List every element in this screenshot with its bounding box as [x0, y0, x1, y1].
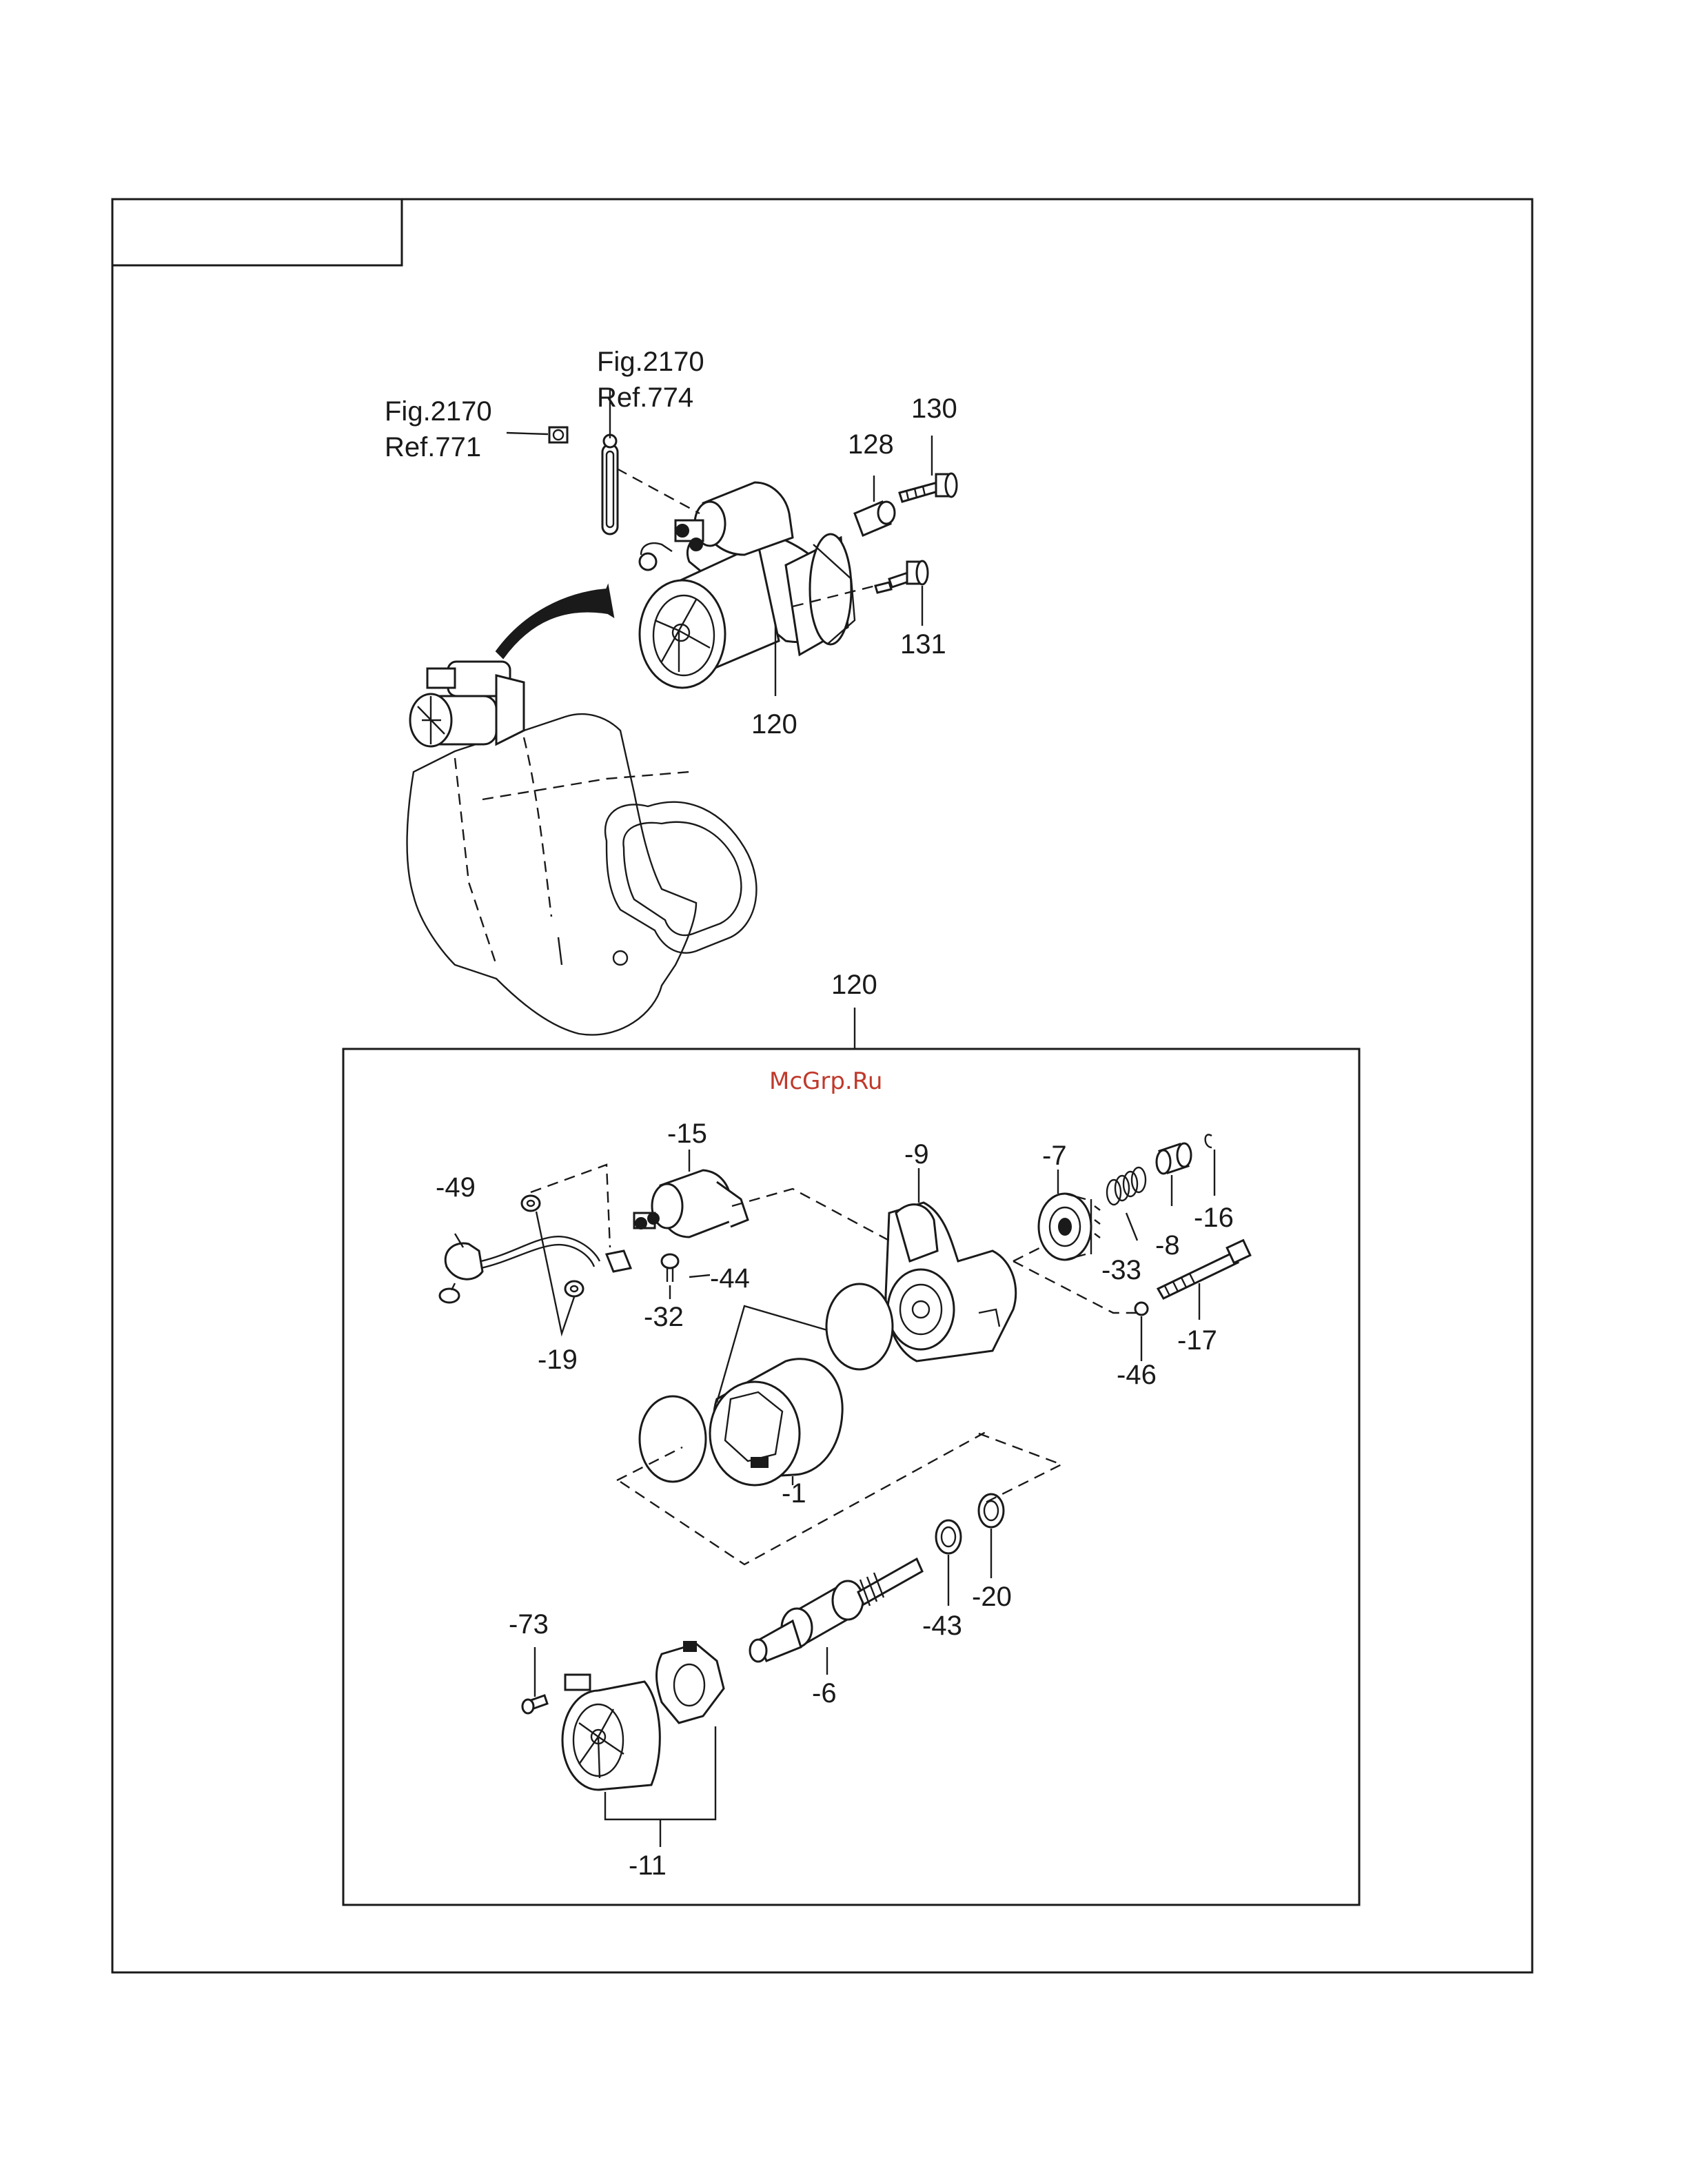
part-clutch-pinion: [1039, 1194, 1100, 1260]
label-128: 128: [848, 429, 894, 460]
terminal-and-nut: [549, 427, 618, 534]
part-rear-cover: [562, 1675, 660, 1790]
label-part-20: -20: [972, 1582, 1012, 1612]
label-120-assembly: 120: [831, 970, 877, 1000]
part-snap-ring: [1206, 1134, 1212, 1147]
label-part-46: -46: [1117, 1360, 1157, 1390]
label-fig-771-line1: Fig.2170: [385, 396, 492, 427]
bolt-130: [899, 473, 957, 502]
part-washers: [936, 1494, 1004, 1553]
watermark: McGrp.Ru: [769, 1068, 882, 1095]
title-box: [112, 199, 402, 265]
label-part-49: -49: [436, 1172, 476, 1203]
label-part-8: -8: [1155, 1230, 1180, 1261]
assembly-frame: [343, 1049, 1359, 1905]
label-131: 131: [900, 629, 946, 660]
label-part-6: -6: [812, 1678, 837, 1708]
part-small-ring: [1135, 1303, 1148, 1315]
part-front-housing: [886, 1203, 1016, 1361]
label-part-17: -17: [1177, 1325, 1217, 1356]
label-part-11: -11: [629, 1850, 667, 1881]
label-part-33: -33: [1101, 1255, 1141, 1285]
part-nuts: [522, 1196, 583, 1296]
bolt-131: [875, 561, 928, 593]
transmission-housing: [407, 714, 757, 1034]
part-screw-32: [662, 1254, 678, 1282]
label-part-16: -16: [1194, 1203, 1234, 1233]
install-arrow: [496, 586, 613, 658]
label-fig-774-line1: Fig.2170: [597, 347, 704, 377]
part-stop-collar: [1157, 1143, 1191, 1174]
label-part-19: -19: [538, 1345, 578, 1375]
label-part-43: -43: [922, 1611, 962, 1641]
label-part-9: -9: [904, 1139, 929, 1170]
part-lead-wire: [440, 1236, 631, 1303]
part-brush-holder: [657, 1642, 724, 1723]
label-130: 130: [911, 394, 957, 424]
label-fig-771-line2: Ref.771: [385, 432, 481, 462]
label-part-1: -1: [782, 1478, 806, 1509]
dowel-128: [855, 502, 895, 535]
starter-motor-assembly: [640, 482, 855, 688]
label-fig-774-line2: Ref.774: [597, 382, 693, 413]
label-part-44: -44: [710, 1263, 750, 1294]
label-part-32: -32: [644, 1302, 684, 1332]
label-part-7: -7: [1042, 1141, 1067, 1171]
part-armature: [750, 1559, 922, 1662]
label-120-top: 120: [751, 709, 797, 739]
part-spring: [1107, 1167, 1146, 1205]
starter-installed: [410, 662, 524, 746]
label-part-15: -15: [667, 1119, 707, 1149]
part-screw-73: [522, 1695, 547, 1713]
part-magnetic-switch: [634, 1170, 748, 1237]
label-part-73: -73: [509, 1609, 549, 1640]
